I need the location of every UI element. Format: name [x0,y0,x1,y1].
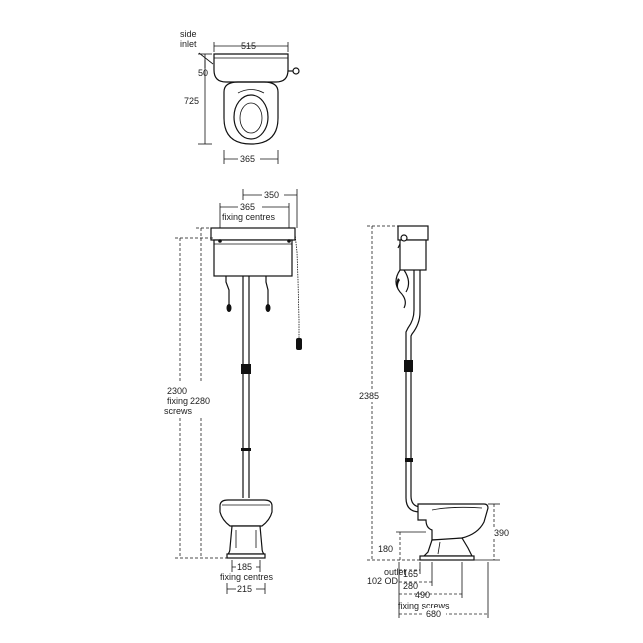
dim-185-bg [236,561,256,573]
front-bracket-foot-right [265,304,271,312]
dim-2300-label-fixing: fixing [167,396,188,406]
side-elevation: 2385 390 180 outlet 102 OD 165 280 490 f… [358,225,511,620]
dim-725-bg [183,95,203,107]
side-cistern-body [399,239,427,271]
side-inlet-label-1: side [180,29,197,39]
front-pull-handle [296,338,302,350]
dim-185-label: 185 [237,562,252,572]
dim-365-plan-label: 365 [240,154,255,164]
dim-390-label: 390 [494,528,509,538]
side-bracket-ornament [396,278,400,292]
dim-50-label: 50 [198,68,208,78]
front-pull-chain [294,233,300,338]
side-pan-pedestal [422,537,473,557]
front-pan-bowl [219,499,273,527]
front-cistern-body [213,239,293,277]
side-pipe-coupling [404,360,413,372]
side-pipe-collar [405,458,413,462]
dim-725-label: 725 [184,96,199,106]
dim-490-label: 490 [415,590,430,600]
dim-350-label: 350 [264,190,279,200]
dim-180-label: 180 [378,544,393,554]
front-bracket-left [225,276,230,306]
plan-view: 515 side inlet 50 725 365 [180,29,300,165]
fixing-centres-label: fixing centres [222,212,276,222]
front-bracket-foot-left [226,304,232,312]
front-cistern-lid [210,227,296,241]
fixing-screws-label: fixing screws [398,601,450,611]
front-pipe-coupling [241,364,251,374]
dim-515-label: 515 [241,41,256,51]
side-pan-foot [419,555,475,561]
dim-390-bg [493,527,511,539]
pan-fixing-centres-label: fixing centres [220,572,274,582]
front-bracket-right [265,276,269,306]
side-cistern-detail [397,243,401,249]
dim-215-bg [236,583,256,595]
front-elevation: 350 365 fixing centres [164,189,302,595]
side-flush-pipe-inner [410,270,421,508]
side-lever-knob [400,234,408,242]
side-pan-seat [431,506,483,511]
front-pipe-collar [241,448,251,451]
side-inlet-label-2: inlet [180,39,197,49]
dim-2385-label: 2385 [359,391,379,401]
side-pan-bowl [417,503,489,541]
dim-2300-label-screws: screws [164,406,193,416]
dim-350-bg [262,189,284,201]
side-flush-pipe-outer [405,270,421,513]
plan-pan-water [239,102,263,134]
dim-680-bg [424,608,446,620]
dim-215-label: 215 [237,584,252,594]
front-fixing-left [218,239,222,243]
dim-365-front-bg [238,201,262,213]
outlet-label: outlet [384,567,407,577]
plan-pan [223,81,279,145]
plan-lever-knob [292,67,300,75]
plan-seat-hinge [237,89,265,94]
dim-2300-label: 2300 [167,386,187,396]
dim-365-plan-bg [238,153,260,165]
front-pan-foot [226,553,266,559]
dim-365-front-label: 365 [240,202,255,212]
dim-280-label: 280 [403,581,418,591]
front-pan-pedestal [226,525,266,555]
outlet-od-label: 102 OD [367,576,399,586]
dim-2300-bg [164,382,214,418]
plan-pan-bowl [233,94,269,140]
front-fixing-right [287,239,291,243]
dim-680-label: 680 [426,609,441,619]
side-inlet-leader [198,52,214,65]
dim-2385-bg [358,390,382,402]
plan-cistern [213,53,289,83]
dim-2280-label: 2280 [190,396,210,406]
dim-165-label: 165 [403,569,418,579]
side-pedestal-flute [437,541,441,555]
